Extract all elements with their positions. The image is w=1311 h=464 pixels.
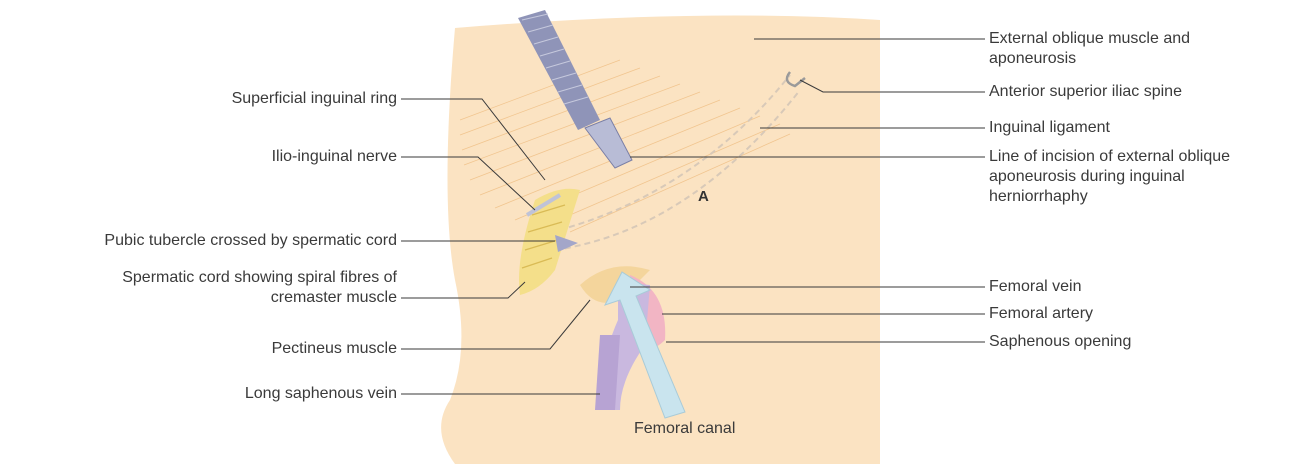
label-femoral-vein: Femoral vein: [989, 278, 1081, 296]
label-spermatic-cord-line1: Spermatic cord showing spiral fibres of: [122, 269, 397, 287]
label-femoral-canal: Femoral canal: [634, 420, 735, 438]
label-external-oblique-line2: aponeurosis: [989, 50, 1076, 68]
label-superficial-inguinal-ring: Superficial inguinal ring: [232, 90, 397, 108]
label-incision-line1: Line of incision of external oblique: [989, 148, 1230, 166]
label-ilio-inguinal-nerve: Ilio-inguinal nerve: [272, 148, 397, 166]
label-long-saphenous-vein: Long saphenous vein: [245, 385, 397, 403]
region-marker-a: A: [698, 188, 709, 206]
label-external-oblique-line1: External oblique muscle and: [989, 30, 1190, 48]
label-saphenous-opening: Saphenous opening: [989, 333, 1131, 351]
label-anterior-superior-iliac-spine: Anterior superior iliac spine: [989, 83, 1182, 101]
label-pubic-tubercle: Pubic tubercle crossed by spermatic cord: [104, 232, 397, 250]
label-femoral-artery: Femoral artery: [989, 305, 1093, 323]
label-incision-line3: herniorrhaphy: [989, 188, 1088, 206]
label-inguinal-ligament: Inguinal ligament: [989, 119, 1110, 137]
label-incision-line2: aponeurosis during inguinal: [989, 168, 1185, 186]
label-pectineus-muscle: Pectineus muscle: [272, 340, 397, 358]
label-spermatic-cord-line2: cremaster muscle: [271, 289, 397, 307]
